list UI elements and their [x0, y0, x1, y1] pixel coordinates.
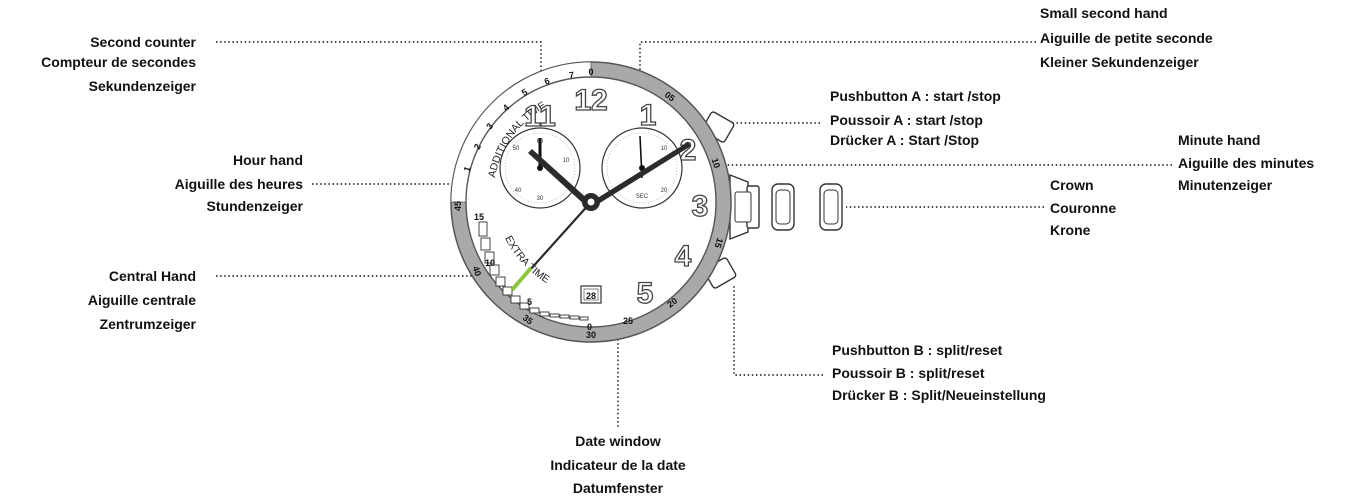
svg-text:Aiguille des minutes: Aiguille des minutes	[1178, 155, 1314, 171]
extra-time-scale	[478, 221, 589, 321]
svg-text:3: 3	[484, 121, 495, 131]
svg-text:SEC: SEC	[636, 194, 649, 200]
svg-text:Sekundenzeiger: Sekundenzeiger	[89, 78, 197, 94]
leader-second-counter	[216, 41, 542, 125]
label-date-window: Date window Indicateur de la date Datumf…	[550, 433, 686, 496]
svg-text:Aiguille centrale: Aiguille centrale	[88, 292, 196, 308]
extra-time-scale-numbers: 15 10 5 0	[474, 212, 592, 332]
label-crown: Crown Couronne Krone	[1050, 177, 1116, 238]
svg-text:Drücker B : Split/Neueinstellu: Drücker B : Split/Neueinstellung	[832, 387, 1046, 403]
svg-text:Hour hand: Hour hand	[233, 152, 303, 168]
label-small-second-hand: Small second hand Aiguille de petite sec…	[1040, 5, 1213, 70]
svg-text:Couronne: Couronne	[1050, 200, 1116, 216]
leader-pushbutton-b	[733, 285, 823, 376]
svg-text:15: 15	[474, 212, 484, 222]
svg-text:Indicateur de la date: Indicateur de la date	[550, 457, 686, 473]
svg-text:Pushbutton A : start /stop: Pushbutton A : start /stop	[830, 88, 1001, 104]
svg-text:Aiguille des heures: Aiguille des heures	[175, 176, 304, 192]
bezel-numbers: 0 05 10 15 20 25 30 35 40 45	[453, 67, 725, 340]
svg-text:6: 6	[543, 76, 551, 87]
svg-text:4: 4	[501, 102, 511, 113]
svg-text:Crown: Crown	[1050, 177, 1094, 193]
numeral-2: 2	[680, 134, 697, 167]
svg-text:Second counter: Second counter	[90, 34, 196, 50]
central-hand	[510, 201, 592, 292]
bezel-num-25: 25	[623, 316, 633, 326]
left-subdial: 60 10 40 30 50	[499, 127, 581, 209]
svg-text:Kleiner Sekundenzeiger: Kleiner Sekundenzeiger	[1040, 54, 1199, 70]
bezel-num-15: 15	[713, 237, 726, 250]
additional-time-numbers: 1 2 3 4 5 6 7	[462, 70, 575, 173]
minute-hand	[591, 142, 691, 206]
svg-text:10: 10	[485, 258, 495, 268]
svg-text:Zentrumzeiger: Zentrumzeiger	[100, 316, 197, 332]
numeral-1: 1	[640, 99, 657, 132]
numeral-3: 3	[692, 190, 709, 223]
label-central-hand: Central Hand Aiguille centrale Zentrumze…	[88, 268, 197, 332]
svg-text:0: 0	[587, 322, 592, 332]
svg-text:40: 40	[515, 188, 522, 194]
date-window: 28	[580, 285, 602, 304]
svg-text:Drücker A : Start /Stop: Drücker A : Start /Stop	[830, 132, 979, 148]
svg-text:Aiguille de petite seconde: Aiguille de petite seconde	[1040, 30, 1213, 46]
bezel-num-40: 40	[471, 265, 484, 278]
svg-text:Krone: Krone	[1050, 222, 1091, 238]
svg-text:2: 2	[472, 142, 483, 151]
svg-text:Datumfenster: Datumfenster	[573, 480, 664, 496]
svg-text:7: 7	[568, 70, 574, 81]
svg-text:10: 10	[661, 146, 668, 152]
svg-text:Small second hand: Small second hand	[1040, 5, 1168, 21]
numeral-4: 4	[675, 240, 692, 273]
svg-text:50: 50	[513, 146, 520, 152]
bezel-num-30: 30	[586, 330, 596, 340]
svg-text:5: 5	[520, 87, 529, 98]
label-minute-hand: Minute hand Aiguille des minutes Minuten…	[1178, 132, 1314, 193]
svg-text:20: 20	[661, 188, 668, 194]
label-hour-hand: Hour hand Aiguille des heures Stundenzei…	[175, 152, 304, 214]
svg-text:Central Hand: Central Hand	[109, 268, 196, 284]
svg-text:Poussoir A : start /stop: Poussoir A : start /stop	[830, 112, 983, 128]
svg-text:Pushbutton B : split/reset: Pushbutton B : split/reset	[832, 342, 1003, 358]
svg-text:10: 10	[563, 158, 570, 164]
hour-numerals: 12 1 2 3 4 5 11	[523, 83, 709, 310]
bezel-num-05: 05	[663, 90, 677, 104]
svg-text:Poussoir B : split/reset: Poussoir B : split/reset	[832, 365, 985, 381]
bezel-num-0: 0	[588, 67, 593, 77]
date-value: 28	[586, 291, 596, 301]
bezel-num-10: 10	[710, 157, 723, 170]
svg-text:Date window: Date window	[575, 433, 661, 449]
bezel-num-20: 20	[665, 296, 679, 310]
bezel-num-45: 45	[453, 201, 463, 211]
crown-shape	[729, 173, 843, 241]
svg-text:1: 1	[462, 165, 473, 173]
svg-text:Compteur de secondes: Compteur de secondes	[41, 54, 196, 70]
svg-text:Stundenzeiger: Stundenzeiger	[207, 198, 304, 214]
svg-text:30: 30	[537, 196, 544, 202]
bezel-num-35: 35	[521, 313, 535, 327]
numeral-12: 12	[574, 84, 607, 117]
label-pushbutton-a: Pushbutton A : start /stop Poussoir A : …	[830, 88, 1001, 148]
svg-text:Minute hand: Minute hand	[1178, 132, 1260, 148]
right-subdial: 10 20 SEC	[601, 127, 683, 209]
watch: 0 05 10 15 20 25 30 35 40 45 1 2 3 4 5 6…	[450, 61, 843, 343]
svg-text:5: 5	[527, 297, 532, 307]
label-second-counter: Second counter Compteur de secondes Seku…	[41, 34, 196, 94]
svg-text:Minutenzeiger: Minutenzeiger	[1178, 177, 1273, 193]
hour-hand	[528, 149, 591, 206]
numeral-5: 5	[637, 277, 654, 310]
label-pushbutton-b: Pushbutton B : split/reset Poussoir B : …	[832, 342, 1046, 403]
